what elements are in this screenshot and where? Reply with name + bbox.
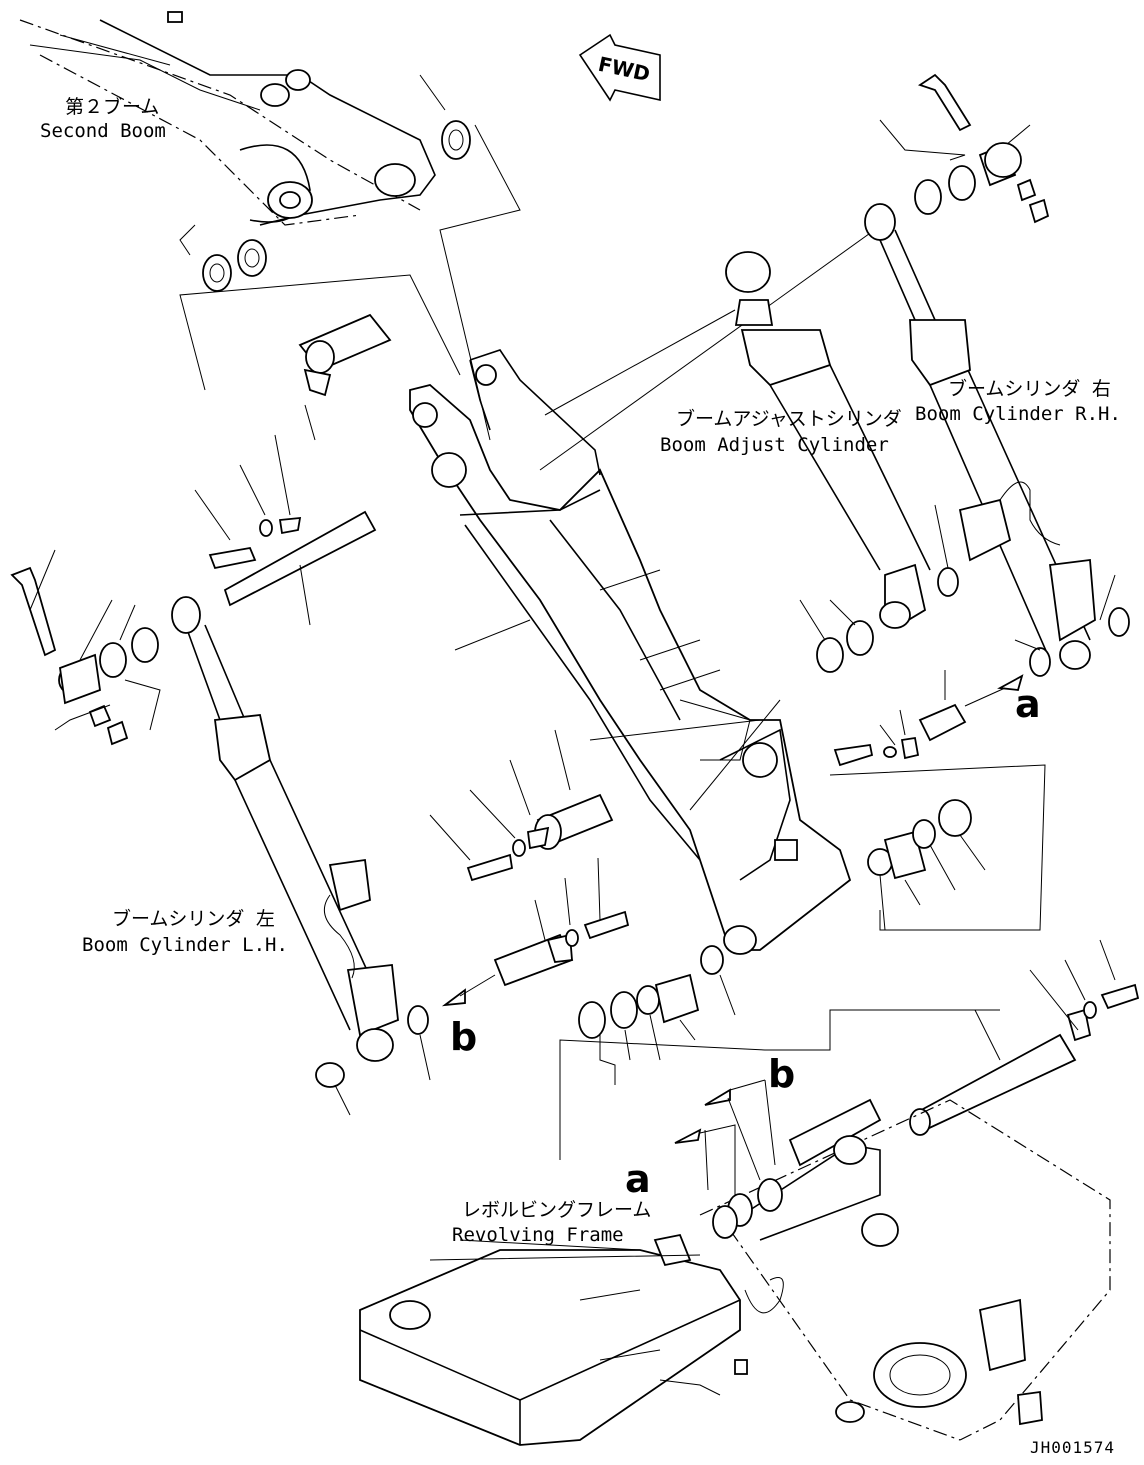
reference-arrows: [674, 1079, 776, 1195]
second-boom-label-en: Second Boom: [40, 120, 166, 142]
boom-cylinder-rh-label-jp: ブームシリンダ 右: [948, 378, 1111, 400]
leader-lines: [179, 74, 1046, 1160]
boom-adjust-label-jp: ブームアジャストシリンダ: [676, 408, 902, 430]
drawing-code: JH001574: [1030, 1438, 1116, 1457]
ref-b-lower: b: [768, 1052, 796, 1096]
ref-a-lower: a: [625, 1157, 651, 1201]
second-boom-label-jp: 第２ブーム: [65, 96, 160, 118]
pin-assembly-left-upper: [194, 313, 392, 626]
second-boom-washers: [202, 120, 471, 292]
boom-adjust-label-en: Boom Adjust Cylinder: [660, 434, 889, 456]
bushings-lower-center: [578, 945, 736, 1085]
boom-cylinder-lh-label-en: Boom Cylinder L.H.: [82, 934, 288, 956]
boom-cylinder-lh: [171, 596, 399, 1062]
revolving-frame: [359, 1098, 1111, 1446]
ref-b-left: b: [450, 1015, 478, 1059]
second-boom: [19, 11, 436, 226]
pin-assembly-center: [429, 729, 630, 987]
revolving-frame-label-jp: レボルビングフレーム: [462, 1199, 652, 1221]
boom-cylinder-lh-label-jp: ブームシリンダ 左: [112, 908, 275, 930]
rh-hardware: [914, 73, 1130, 677]
boom-adjust-cylinder: [725, 251, 931, 629]
bushings-right: [867, 799, 986, 931]
pin-assembly-right: [799, 599, 1024, 767]
lh-hardware: [10, 549, 496, 1116]
ref-a-upper: a: [1015, 682, 1041, 726]
boom-cylinder-rh-label-en: Boom Cylinder R.H.: [915, 403, 1121, 425]
revolving-frame-label-en: Revolving Frame: [452, 1224, 624, 1246]
boom-cylinder-rh: [864, 203, 1096, 670]
long-pin-lower-right: [909, 939, 1140, 1136]
fwd-arrow-icon: [578, 33, 661, 102]
main-boom: [409, 349, 852, 955]
